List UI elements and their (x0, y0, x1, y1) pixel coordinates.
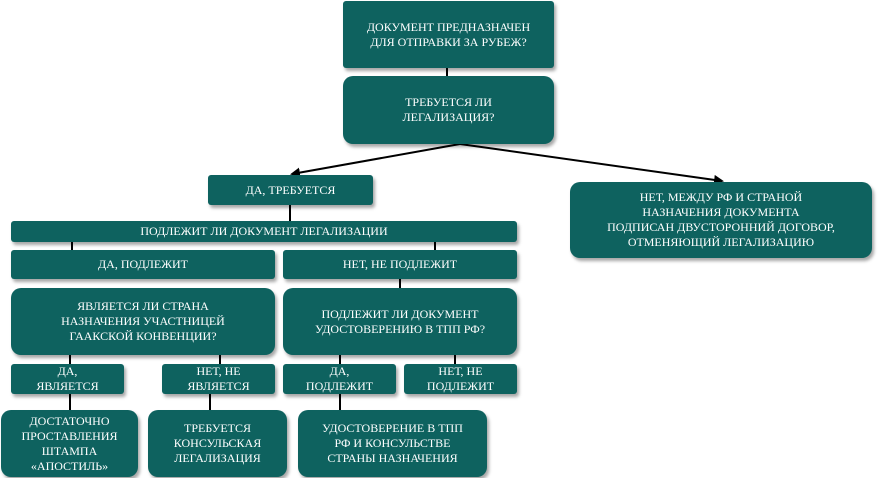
node-no-bilateral-treaty: НЕТ, МЕЖДУ РФ И СТРАНОЙ НАЗНАЧЕНИЯ ДОКУМ… (570, 182, 872, 258)
node-no-member: НЕТ, НЕ ЯВЛЯЕТСЯ (162, 364, 275, 394)
node-legalization-required: ТРЕБУЕТСЯ ЛИ ЛЕГАЛИЗАЦИЯ? (343, 76, 554, 144)
node-yes-member: ДА, ЯВЛЯЕТСЯ (11, 364, 124, 394)
node-yes-subject: ДА, ПОДЛЕЖИТ (11, 250, 275, 279)
node-consular-legalization: ТРЕБУЕТСЯ КОНСУЛЬСКАЯ ЛЕГАЛИЗАЦИЯ (148, 410, 287, 477)
node-hague-convention: ЯВЛЯЕТСЯ ЛИ СТРАНА НАЗНАЧЕНИЯ УЧАСТНИЦЕЙ… (11, 288, 275, 355)
node-document-abroad: ДОКУМЕНТ ПРЕДНАЗНАЧЕН ДЛЯ ОТПРАВКИ ЗА РУ… (343, 1, 554, 68)
node-subject-to-legalization: ПОДЛЕЖИТ ЛИ ДОКУМЕНТ ЛЕГАЛИЗАЦИИ (11, 221, 517, 242)
node-no-subject: НЕТ, НЕ ПОДЛЕЖИТ (283, 250, 517, 279)
arrow-to-yes-required (290, 143, 461, 178)
node-no-tpp: НЕТ, НЕ ПОДЛЕЖИТ (404, 364, 517, 394)
node-tpp-and-consulate: УДОСТОВЕРЕНИЕ В ТПП РФ И КОНСУЛЬСТВЕ СТР… (298, 410, 487, 477)
node-tpp-certification: ПОДЛЕЖИТ ЛИ ДОКУМЕНТ УДОСТОВЕРЕНИЮ В ТПП… (283, 288, 517, 355)
node-yes-required: ДА, ТРЕБУЕТСЯ (208, 175, 373, 205)
arrow-to-no-treaty (459, 143, 724, 185)
node-yes-tpp: ДА, ПОДЛЕЖИТ (283, 364, 396, 394)
node-apostille: ДОСТАТОЧНО ПРОСТАВЛЕНИЯ ШТАМПА «АПОСТИЛЬ… (1, 410, 138, 477)
